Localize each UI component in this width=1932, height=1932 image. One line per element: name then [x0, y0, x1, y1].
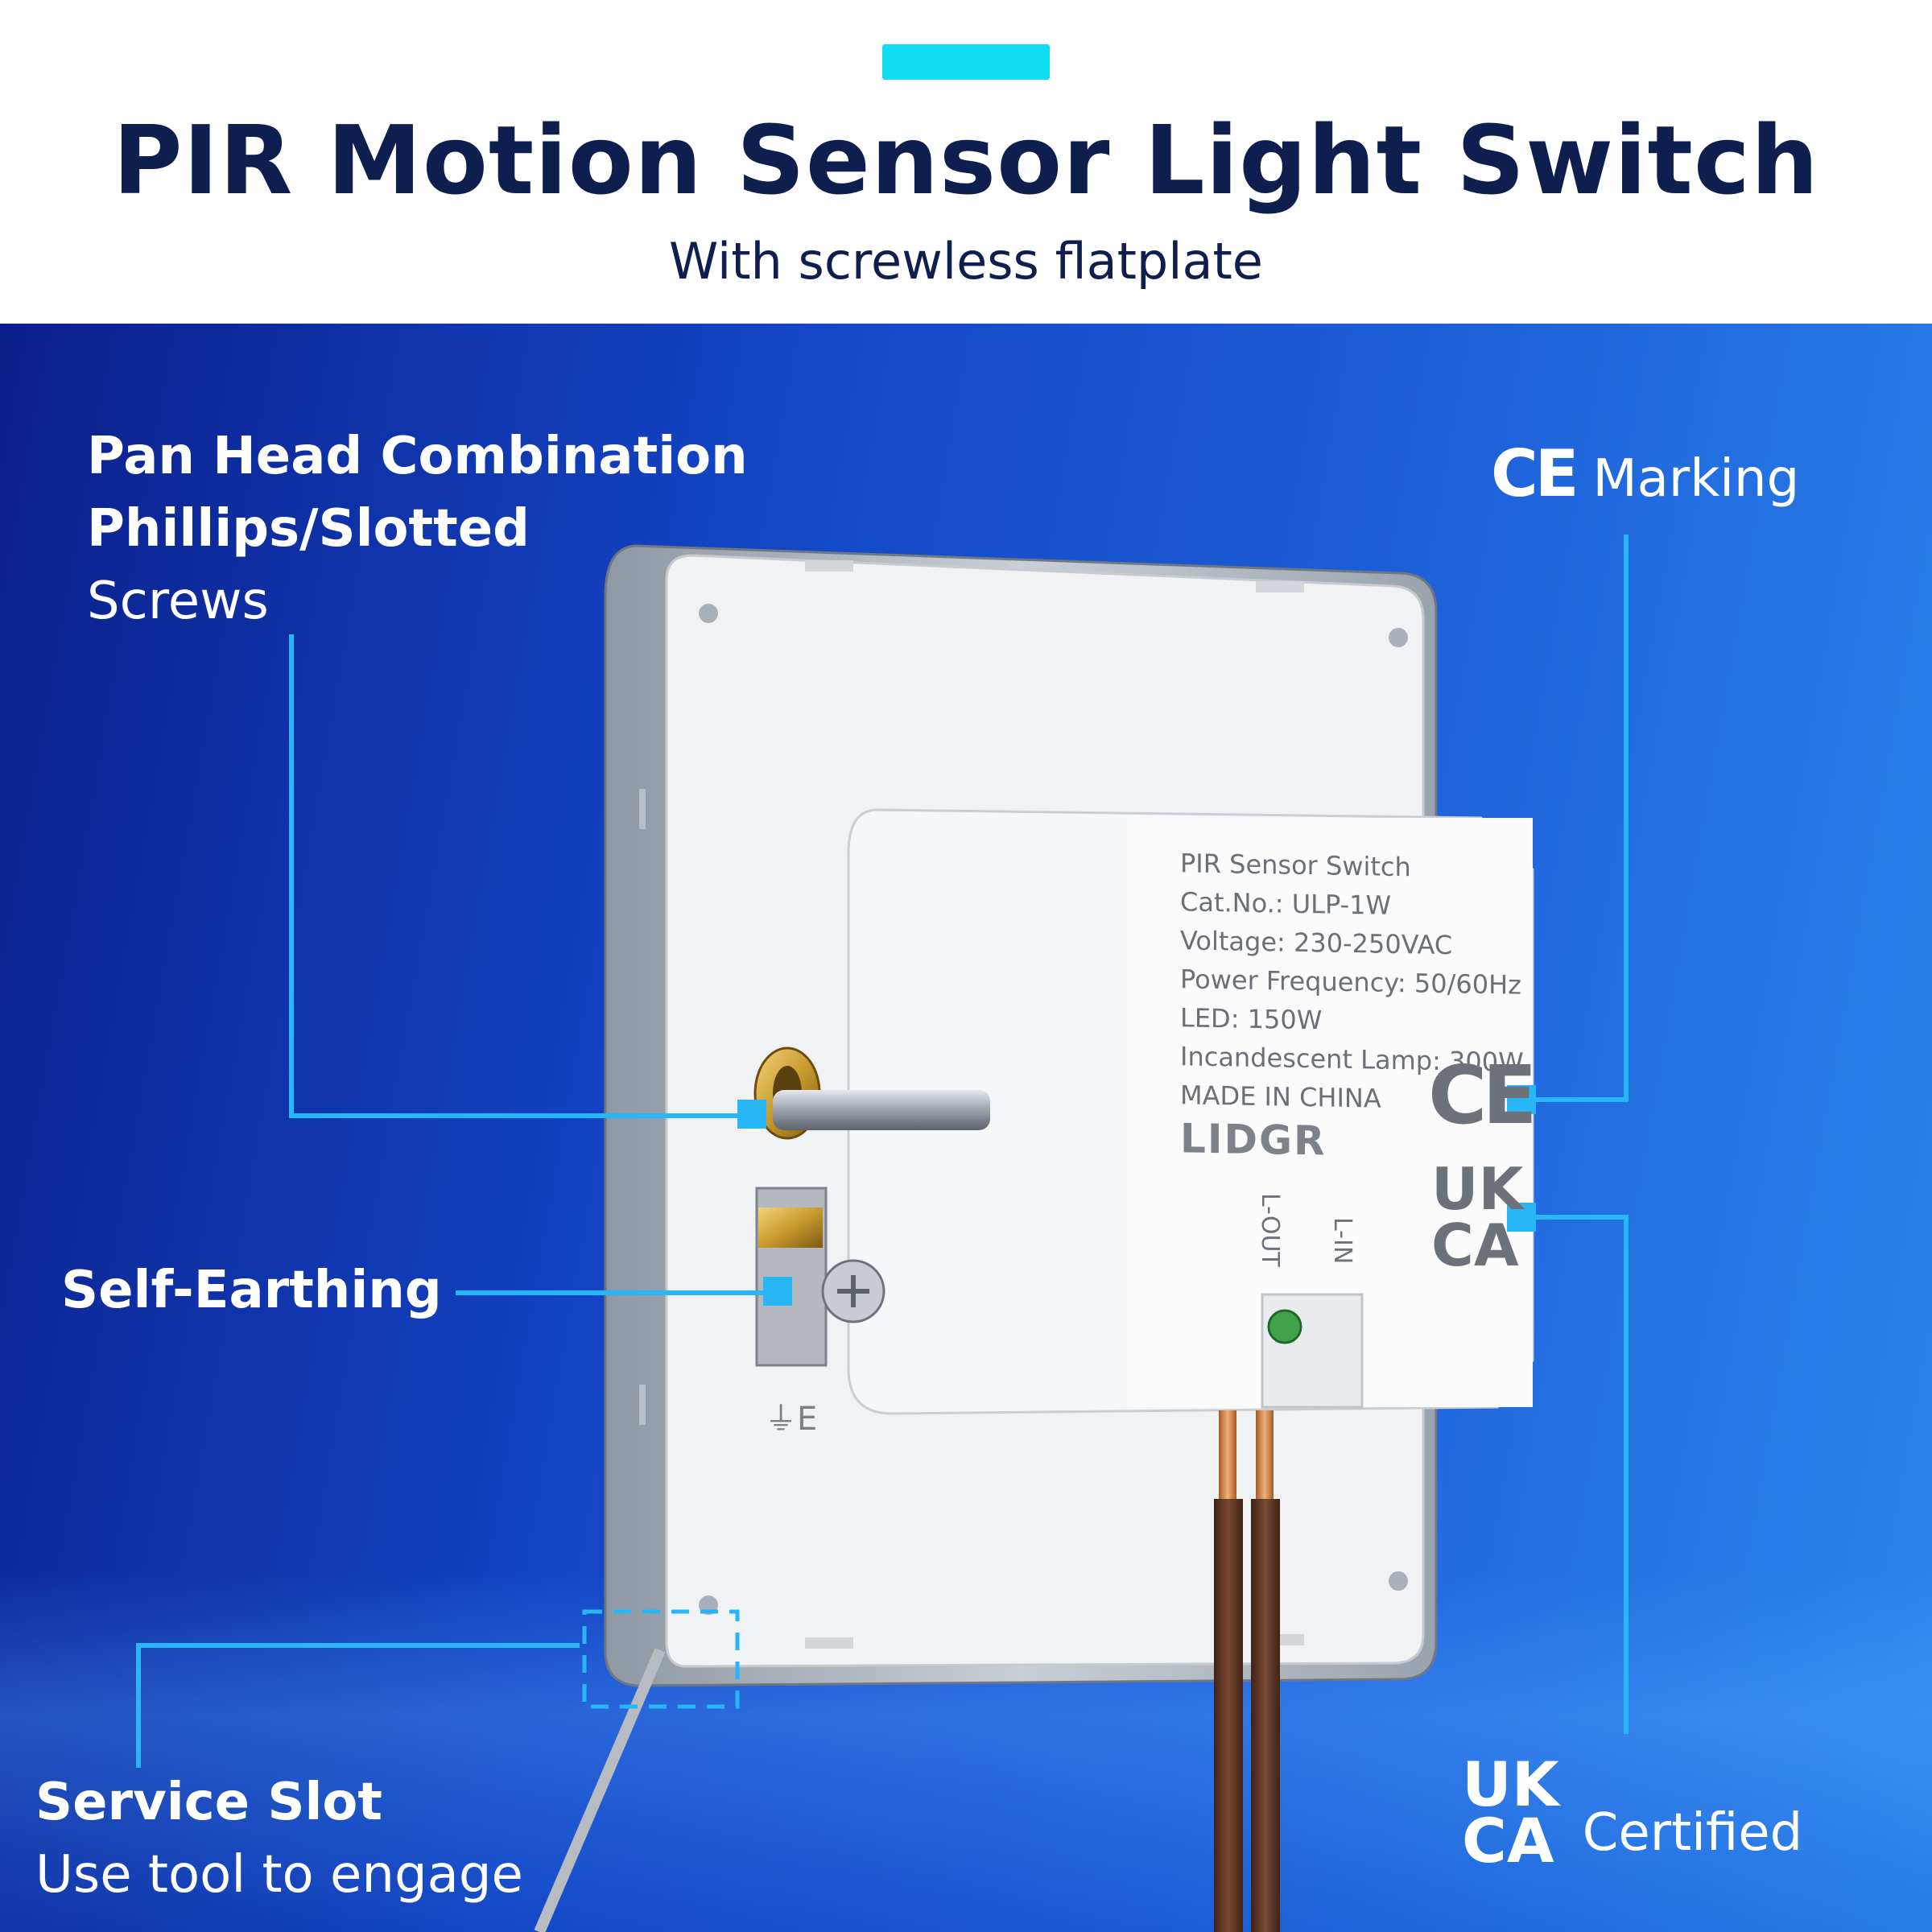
threaded-screw [773, 1090, 990, 1130]
service-slot-highlight [582, 1609, 740, 1709]
product-illustration [136, 535, 1629, 1932]
earth-symbol-label: E [797, 1401, 818, 1438]
header: PIR Motion Sensor Light Switch With scre… [0, 0, 1932, 324]
callout-earthing: Self-Earthing [61, 1254, 442, 1327]
ukca-top: UK [1431, 1155, 1524, 1223]
callout-screws: Pan Head Combination Phillips/Slotted Sc… [87, 420, 748, 638]
wire-copper [1219, 1410, 1236, 1499]
product-stage: PIR Sensor Switch Cat.No.: ULP-1W Voltag… [0, 324, 1932, 1932]
spec-line: Cat.No.: ULP-1W [1180, 886, 1392, 921]
plate-tab [1256, 581, 1304, 592]
ukca-bottom: CA [1431, 1212, 1519, 1279]
module-ce-mark: CE [1428, 1048, 1538, 1142]
callout-service-slot: Service Slot Use tool to engage [35, 1766, 523, 1911]
plate-tab [639, 789, 646, 829]
plate-tab [805, 560, 853, 572]
page-title: PIR Motion Sensor Light Switch [113, 105, 1819, 216]
mount-hole [699, 604, 718, 623]
callout-service-desc: Use tool to engage [35, 1845, 523, 1905]
callout-markers [737, 1085, 1536, 1306]
plate-tab [805, 1637, 853, 1649]
terminal-in-label: L-IN [1328, 1217, 1356, 1265]
callout-ce-label: Marking [1592, 449, 1800, 509]
ukca-mark-bottom: CA [1462, 1805, 1554, 1876]
wire-brown [1251, 1499, 1280, 1932]
mount-hole [1389, 1571, 1408, 1591]
callout-screws-line2: Phillips/Slotted [87, 499, 530, 559]
module-ukca-mark: UK CA [1431, 1155, 1524, 1279]
spec-line: LED: 150W [1180, 1002, 1323, 1036]
callout-service-title: Service Slot [35, 1773, 382, 1832]
callout-ukca: UK CA Certified [1462, 1748, 1803, 1876]
accent-bar [882, 44, 1050, 80]
earth-clamp-brass [758, 1208, 823, 1248]
callout-earthing-label: Self-Earthing [61, 1261, 442, 1320]
spec-line: PIR Sensor Switch [1180, 848, 1411, 883]
page-subtitle: With screwless flatplate [669, 232, 1263, 291]
ukca-mark-top: UK [1462, 1748, 1559, 1820]
callout-ukca-label: Certified [1582, 1803, 1803, 1863]
wire-brown [1214, 1499, 1243, 1932]
plate-tab [639, 1385, 646, 1425]
callout-screws-line3: Screws [87, 572, 269, 631]
callout-lines [136, 535, 1629, 1768]
spec-line: Power Frequency: 50/60Hz [1180, 964, 1521, 1001]
service-tool [534, 1648, 666, 1932]
callout-ce: CE Marking [1491, 436, 1799, 515]
mount-hole [1389, 628, 1408, 647]
ce-mark-icon: CE [1491, 436, 1579, 511]
wire-copper [1256, 1410, 1274, 1499]
callout-screws-line1: Pan Head Combination [87, 427, 748, 486]
terminal-out-label: L-OUT [1256, 1193, 1284, 1267]
spec-line: Voltage: 230-250VAC [1180, 925, 1453, 961]
earth-symbol: ⏚E [765, 1393, 817, 1439]
terminal-screw-green [1267, 1309, 1302, 1344]
earth-icon: ⏚ [765, 1401, 797, 1438]
ukca-mark-icon: UK CA [1462, 1748, 1559, 1876]
